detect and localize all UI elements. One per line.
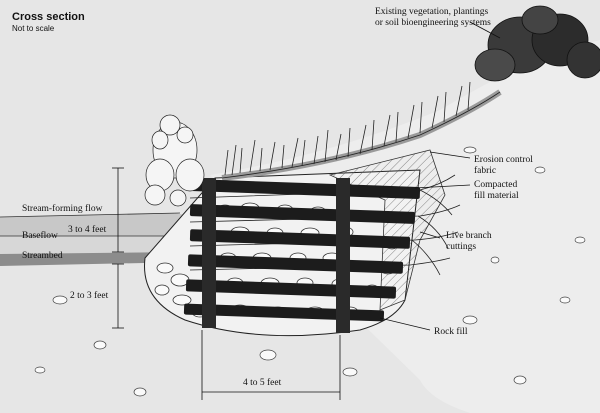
label-baseflow: Baseflow [22,230,58,241]
leader-lines [379,21,501,331]
streambed-layer [0,252,190,266]
dimension-width: 4 to 5 feet [243,377,282,388]
grass-planting [224,81,471,176]
stream-water [0,213,190,236]
dimension-upper-height: 3 to 4 feet [68,224,107,235]
diagram-title: Cross section [12,11,85,23]
label-rock-fill: Rock fill [434,326,468,337]
label-live-branch-2: cuttings [446,242,476,252]
diagram-subtitle: Not to scale [12,24,55,33]
dimension-lower-height: 2 to 3 feet [70,290,109,301]
existing-vegetation-bush [474,5,600,82]
label-live-branch-1: Live branch [446,231,492,241]
crib-posts [202,178,350,333]
crib-timbers [183,179,421,322]
label-streambed: Streambed [22,251,63,261]
label-erosion-fabric-2: fabric [474,165,496,176]
fabric-edge [221,91,501,179]
label-existing-vegetation-1: Existing vegetation, plantings [375,7,488,17]
left-shrub [144,114,205,207]
stream-forming-waterline [0,212,181,218]
label-existing-vegetation-2: or soil bioengineering systems [375,18,491,28]
label-stream-forming-flow: Stream-forming flow [22,203,103,214]
dimension-lines [112,167,341,400]
label-compacted-fill-2: fill material [474,190,519,201]
label-erosion-fabric-1: Erosion control [474,155,533,165]
ground-pebbles [34,146,586,397]
baseflow-water [0,236,190,254]
label-compacted-fill-1: Compacted [474,180,518,190]
